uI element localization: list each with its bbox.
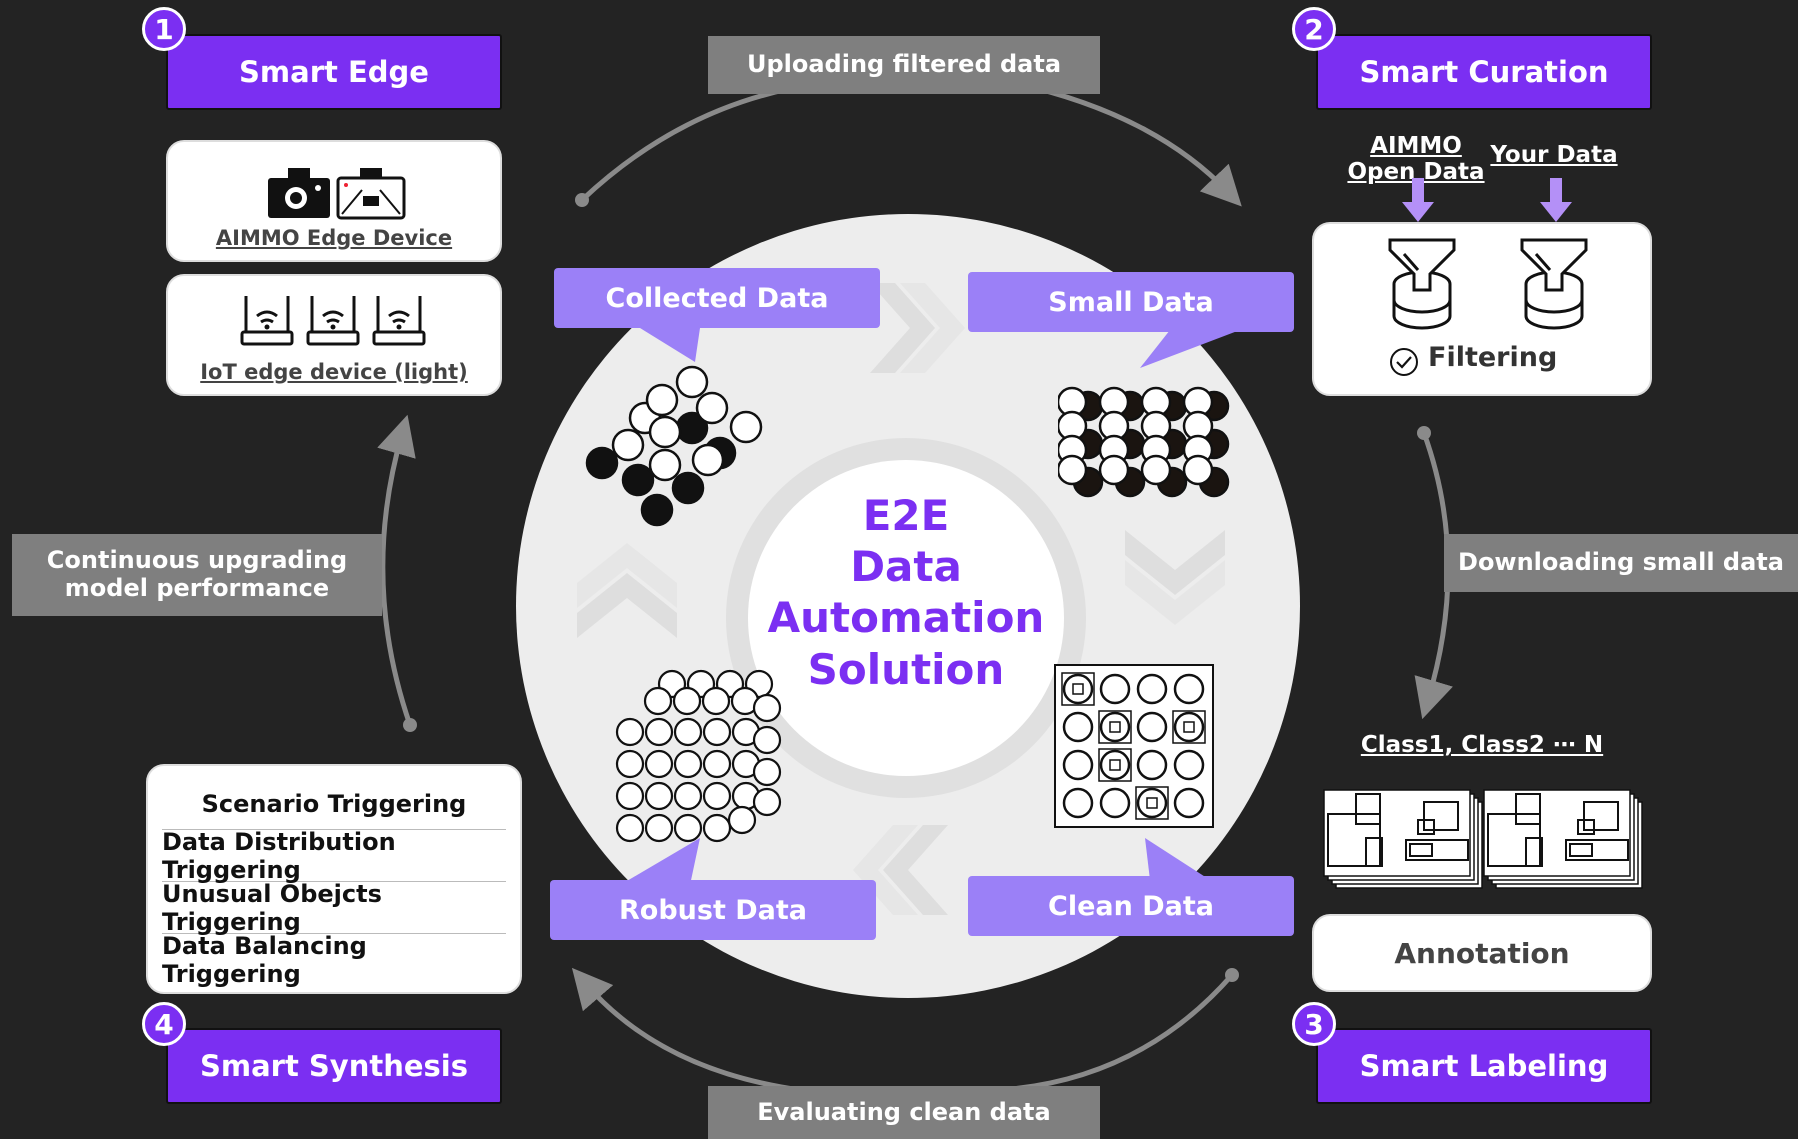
router-icon [240, 296, 426, 346]
trigger-item-scenario: Scenario Triggering [162, 778, 506, 830]
check-circle-icon [1390, 348, 1418, 376]
stage-smart-edge: Smart Edge [166, 34, 502, 110]
download-arrows [1402, 178, 1572, 222]
center-title: E2E Data Automation Solution [756, 490, 1056, 695]
database-filter-icon [1388, 238, 1588, 330]
stage-3-badge: 3 [1292, 1002, 1336, 1046]
flow-label-left: Continuous upgrading model performance [12, 534, 382, 616]
robust-data-cluster-icon [615, 669, 782, 843]
aimmo-edge-device-caption: AIMMO Edge Device [215, 226, 453, 250]
stage-2-badge: 2 [1292, 7, 1336, 51]
clean-data-label: Clean Data [968, 876, 1294, 936]
filtering-card: Filtering [1312, 222, 1652, 396]
filtering-label: Filtering [1428, 342, 1558, 373]
stage-4-badge: 4 [142, 1002, 186, 1046]
trigger-item-balancing: Data Balancing Triggering [162, 931, 367, 988]
clean-data-grid-icon [1054, 664, 1214, 828]
center-title-line4: Solution [807, 644, 1005, 694]
collected-data-label: Collected Data [554, 268, 880, 328]
trigger-item-unusual-objects: Unusual Obejcts Triggering [162, 880, 506, 936]
iot-edge-device-caption: IoT edge device (light) [200, 360, 468, 384]
your-data-label: Your Data [1490, 142, 1618, 168]
triggering-card: Scenario Triggering Data Distribution Tr… [146, 764, 522, 994]
small-data-grid-icon [1058, 386, 1230, 498]
annotation-label: Annotation [1394, 936, 1570, 970]
dashcam-icon [268, 168, 406, 220]
center-title-line2: Data [850, 542, 962, 592]
annotation-card: Annotation [1312, 914, 1652, 992]
inner-circle [748, 460, 1064, 776]
flow-label-top: Uploading filtered data [708, 36, 1100, 94]
stage-1-badge: 1 [142, 7, 186, 51]
center-title-line3: Automation [767, 593, 1045, 643]
chevron-left-icon [853, 825, 948, 915]
small-data-label: Small Data [968, 272, 1294, 332]
chevron-right-icon [870, 283, 965, 373]
chevron-down-icon [1125, 530, 1225, 625]
stage-smart-curation: Smart Curation [1316, 34, 1652, 110]
stage-smart-labeling: Smart Labeling [1316, 1028, 1652, 1104]
robust-data-label: Robust Data [550, 880, 876, 940]
flow-label-right: Downloading small data [1444, 534, 1798, 592]
center-title-line1: E2E [862, 491, 950, 540]
class-list-label: Class1, Class2 ⋯ N [1360, 732, 1604, 758]
iot-edge-device-card: IoT edge device (light) [166, 274, 502, 396]
collected-data-cluster-icon [585, 365, 763, 527]
aimmo-edge-device-card: AIMMO Edge Device [166, 140, 502, 262]
stage-smart-synthesis: Smart Synthesis [166, 1028, 502, 1104]
trigger-item-distribution: Data Distribution Triggering [162, 828, 506, 884]
flow-label-bottom: Evaluating clean data [708, 1086, 1100, 1139]
annotation-stack-icon [1323, 789, 1643, 889]
chevron-up-icon [577, 543, 677, 638]
